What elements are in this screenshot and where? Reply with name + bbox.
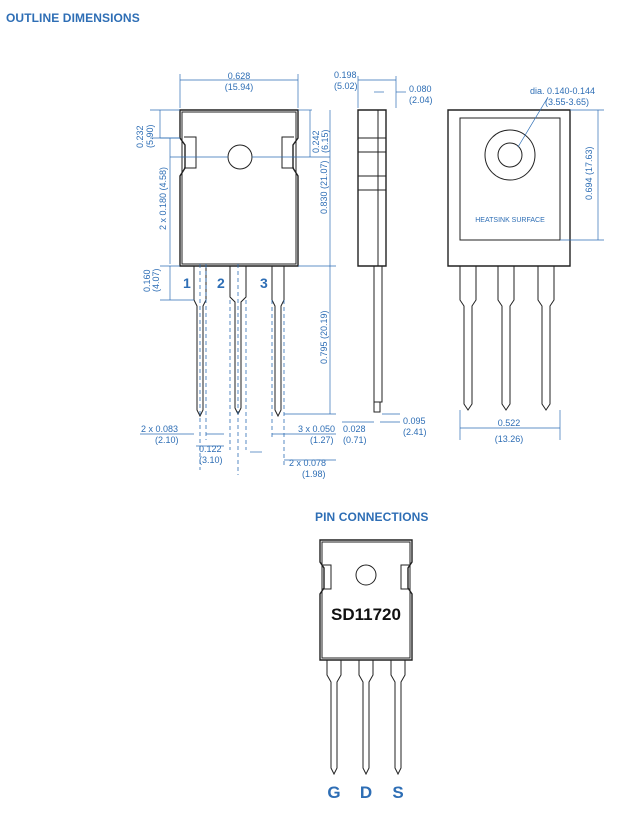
dim-side-lead: 0.095: [403, 416, 426, 426]
pin-label-drain: D: [360, 783, 372, 802]
dim-lead-depth: 0.028: [343, 424, 366, 434]
dim-body-height: 0.830 (21.07): [319, 160, 329, 214]
dim-side-lead-mm: (2.41): [403, 427, 427, 437]
dim-lead-width-mm: (2.10): [155, 435, 179, 445]
dim-back-width: 0.522: [498, 418, 521, 428]
dim-hole-center: 0.242: [311, 130, 321, 153]
side-view: 0.198 (5.02) 0.080 (2.04) 0.028 (0.71) 0…: [334, 70, 433, 445]
heatsink-surface-label: HEATSINK SURFACE: [475, 217, 545, 224]
dim-top-to-notch: 0.232: [135, 125, 145, 148]
dim-pitch-mm: (1.98): [302, 469, 326, 479]
dim-side-offset-mm: (2.04): [409, 95, 433, 105]
dim-lead-mid-width: 0.122: [199, 444, 222, 454]
pin-number-3: 3: [260, 275, 268, 291]
dim-heatsink-height: 0.694 (17.63): [584, 146, 594, 200]
dim-width-top: 0.628: [228, 71, 251, 81]
dim-lead-thickness: 3 x 0.050: [298, 424, 335, 434]
pin-label-source: S: [392, 783, 403, 802]
pin-connections-heading: PIN CONNECTIONS: [315, 510, 429, 524]
pin-number-1: 1: [183, 275, 191, 291]
dim-hole-dia-mm: (3.55-3.65): [545, 97, 589, 107]
dim-lead-shoulder-mm: (4.07): [151, 268, 161, 292]
outline-dimensions-heading: OUTLINE DIMENSIONS: [6, 11, 140, 25]
dim-top-to-notch-mm: (5.90): [145, 124, 155, 148]
part-number-label: SD11720: [331, 605, 401, 624]
dim-width-top-mm: (15.94): [225, 82, 254, 92]
dim-tab-thickness: 0.198: [334, 70, 357, 80]
dim-lead-length: 0.795 (20.19): [319, 310, 329, 364]
dim-hole-dia: dia. 0.140-0.144: [530, 86, 595, 96]
dim-lead-shoulder: 0.160: [142, 269, 152, 292]
dim-lead-mid-width-mm: (3.10): [199, 455, 223, 465]
pin-number-2: 2: [217, 275, 225, 291]
dim-lead-depth-mm: (0.71): [343, 435, 367, 445]
dim-notch-span: 2 x 0.180 (4.58): [158, 167, 168, 230]
dim-hole-center-mm: (6.15): [320, 129, 330, 153]
dim-side-offset: 0.080: [409, 84, 432, 94]
front-view: 1 2 3 0.628 (15.9: [135, 71, 336, 479]
dim-tab-thickness-mm: (5.02): [334, 81, 358, 91]
back-view: HEATSINK SURFACE dia. 0.140-0.144 (3.55-…: [447, 86, 604, 444]
dim-lead-width: 2 x 0.083: [141, 424, 178, 434]
pin-connections-drawing: SD11720 G D S: [319, 539, 413, 802]
pin-label-gate: G: [327, 783, 340, 802]
dim-pitch: 2 x 0.078: [289, 458, 326, 468]
dim-back-width-mm: (13.26): [495, 434, 524, 444]
dim-lead-thickness-mm: (1.27): [310, 435, 334, 445]
